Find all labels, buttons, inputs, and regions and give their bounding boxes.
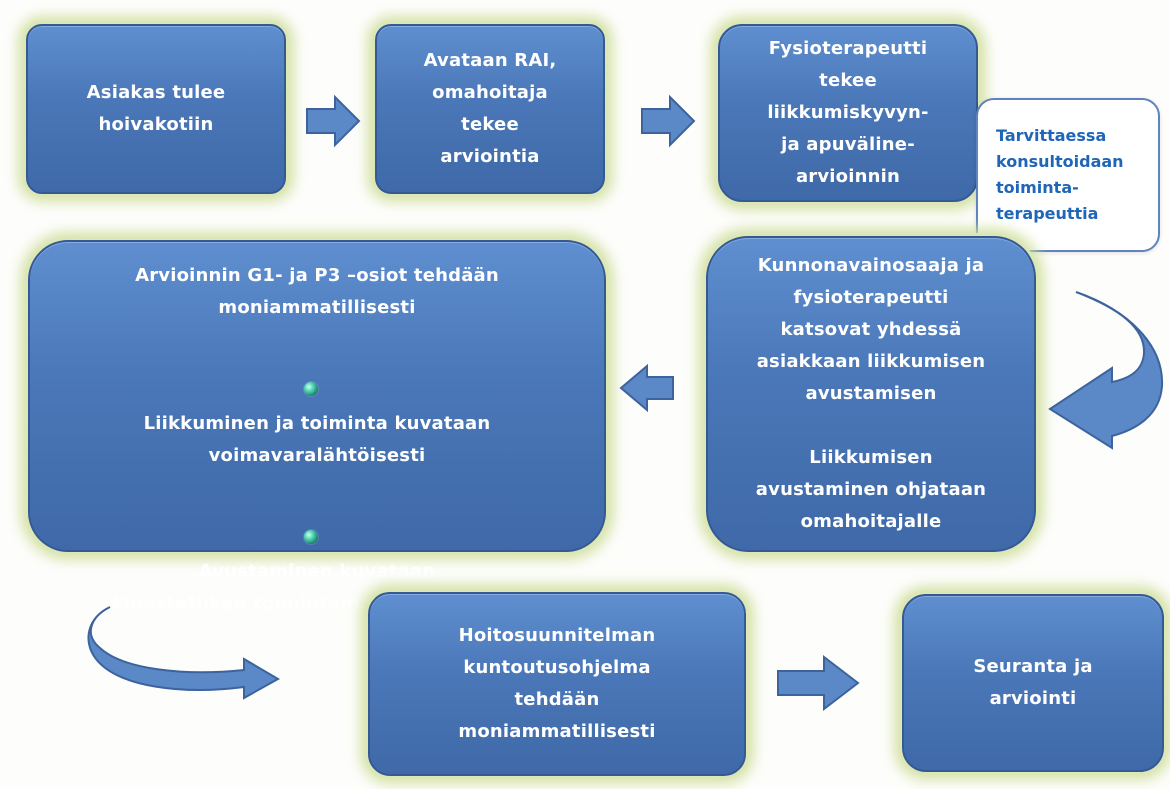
step-box-1-text: Asiakas tulee hoivakotiin — [86, 82, 226, 135]
consultation-note: Tarvittaessa konsultoidaan toiminta- ter… — [976, 98, 1160, 252]
gem-bullet-icon — [303, 382, 318, 396]
consultation-note-text: Tarvittaessa konsultoidaan toiminta- ter… — [996, 126, 1124, 223]
step-box-5-bullet-1-text: Liikkuminen ja toiminta kuvataan voimava… — [143, 413, 491, 466]
step-box-3-text: Fysioterapeutti tekee liikkumiskyvyn- ja… — [767, 38, 929, 187]
step-box-7-text: Seuranta ja arviointi — [973, 656, 1093, 709]
step-box-3: Fysioterapeutti tekee liikkumiskyvyn- ja… — [718, 24, 978, 202]
gem-bullet-icon — [304, 530, 318, 544]
step-box-7: Seuranta ja arviointi — [902, 594, 1164, 772]
step-box-4: Kunnonavainosaaja ja fysioterapeutti kat… — [706, 236, 1036, 552]
step-box-6: Hoitosuunnitelman kuntoutusohjelma tehdä… — [368, 592, 746, 776]
arrow-right-icon — [641, 94, 696, 148]
curved-arrow-icon — [1048, 291, 1164, 450]
arrow-right-icon — [306, 94, 361, 148]
step-box-5-title: Arvioinnin G1- ja P3 –osiot tehdään moni… — [135, 265, 499, 318]
step-box-1: Asiakas tulee hoivakotiin — [26, 24, 286, 194]
step-box-2-text: Avataan RAI, omahoitaja tekee arviointia — [423, 50, 557, 167]
step-box-5-bullet-1: Liikkuminen ja toiminta kuvataan voimava… — [144, 344, 491, 472]
curved-arrow-icon — [87, 606, 281, 700]
step-box-5: Arvioinnin G1- ja P3 –osiot tehdään moni… — [28, 240, 606, 614]
arrow-right-icon — [777, 654, 860, 712]
arrow-left-icon — [619, 363, 674, 413]
step-box-4-text: Kunnonavainosaaja ja fysioterapeutti kat… — [755, 255, 987, 532]
step-box-2: Avataan RAI, omahoitaja tekee arviointia — [375, 24, 605, 194]
step-box-6-text: Hoitosuunnitelman kuntoutusohjelma tehdä… — [458, 625, 656, 742]
